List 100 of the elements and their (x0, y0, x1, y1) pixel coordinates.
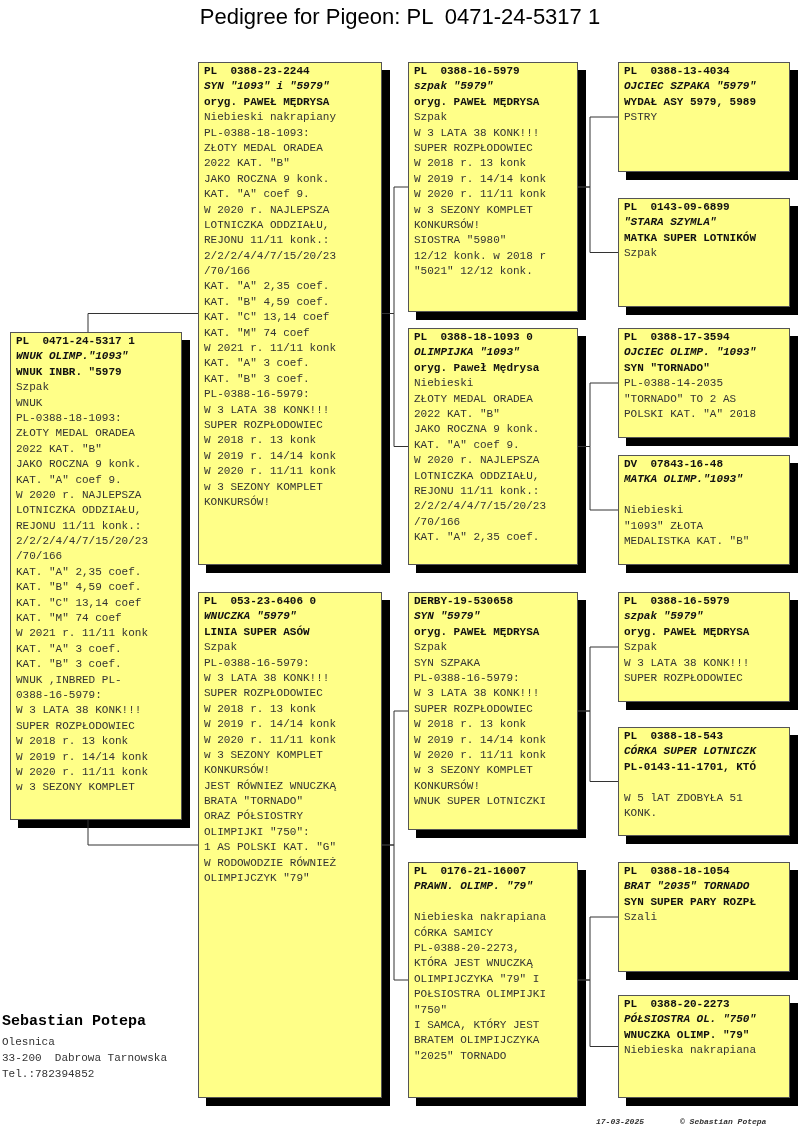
pedigree-note: W 3 LATA 38 KONK!!! (624, 655, 751, 671)
pedigree-note: KAT. "B" 3 coef. (16, 657, 123, 673)
pedigree-note: W 2019 r. 14/14 konk (414, 732, 548, 748)
pedigree-card (618, 198, 790, 307)
pedigree-note: W 2020 r. 11/11 konk (204, 732, 338, 748)
pedigree-note: OLIMPIJCZYKA "79" I (414, 971, 541, 987)
pedigree-note: oryg. Paweł Mędrysa (414, 360, 541, 376)
pedigree-note: SYN "TORNADO" (624, 360, 711, 376)
pedigree-note: Szpak (414, 110, 448, 126)
pedigree-note: WNUK INBR. "5979 (16, 364, 123, 380)
ring-number: DV 07843-16-48 (624, 457, 725, 472)
pedigree-note: w 3 SEZONY KOMPLET (16, 780, 136, 796)
ring-number: PL 0388-18-1054 (624, 864, 731, 879)
pedigree-note: oryg. PAWEŁ MĘDRYSA (414, 624, 541, 640)
pedigree-note: LOTNICZKA ODDZIAŁU, (16, 503, 143, 519)
ring-number: DERBY-19-530658 (414, 594, 515, 609)
copyright-note: © Sebastian Potepa (680, 1117, 767, 1126)
pedigree-card (618, 995, 790, 1098)
pedigree-note: PL-0388-20-2273, (414, 940, 521, 956)
pedigree-note: oryg. PAWEŁ MĘDRYSA (624, 624, 751, 640)
pigeon-title: OJCIEC SZPAKA "5979" (624, 79, 758, 95)
pedigree-note: Szpak (16, 380, 50, 396)
pedigree-note: W 2018 r. 13 konk (414, 717, 528, 733)
pedigree-note: Niebieski nakrapiany (204, 110, 338, 126)
connector-line (381, 844, 409, 981)
pedigree-card (618, 455, 790, 565)
page-title: Pedigree for Pigeon: PL 0471-24-5317 1 (198, 4, 602, 30)
pedigree-note: OLIMPIJCZYK "79" (204, 871, 311, 887)
pedigree-note: PSTRY (624, 110, 658, 126)
pedigree-note: ZŁOTY MEDAL ORADEA (204, 140, 324, 156)
pedigree-note: SIOSTRA "5980" (414, 233, 508, 249)
pedigree-note: oryg. PAWEŁ MĘDRYSA (204, 94, 331, 110)
pedigree-note: 2/2/2/4/4/7/15/20/23 (414, 499, 548, 515)
pedigree-note: KAT. "B" 4,59 coef. (204, 294, 331, 310)
ring-number: PL 0388-13-4034 (624, 64, 731, 79)
pedigree-note: W 2019 r. 14/14 konk (204, 448, 338, 464)
pedigree-card (10, 332, 182, 820)
ring-number: PL 0388-23-2244 (204, 64, 311, 79)
pigeon-title: WNUK OLIMP."1093" (16, 349, 130, 365)
pedigree-note: MEDALISTKA KAT. "B" (624, 533, 751, 549)
pedigree-note: 2022 KAT. "B" (16, 441, 103, 457)
pigeon-title: SYN "1093" i "5979" (204, 79, 331, 95)
pedigree-note: W 2020 r. NAJLEPSZA (414, 453, 541, 469)
pedigree-note: "5021" 12/12 konk. (414, 264, 534, 280)
pedigree-note: WYDAŁ ASY 5979, 5989 (624, 94, 758, 110)
pedigree-note: W 2020 r. 11/11 konk (16, 764, 150, 780)
pedigree-note: KONKURSÓW! (414, 778, 481, 794)
pigeon-title: "STARA SZYMLA" (624, 215, 718, 231)
pedigree-note: W RODOWODZIE RÓWNIEŻ (204, 855, 338, 871)
pedigree-note: JAKO ROCZNA 9 konk. (204, 171, 331, 187)
pedigree-note: Niebieska nakrapiana (624, 1043, 758, 1059)
pedigree-note: SUPER ROZPŁODOWIEC (16, 718, 136, 734)
pigeon-title: OJCIEC OLIMP. "1093" (624, 345, 758, 361)
pedigree-card (618, 592, 790, 702)
pedigree-note: PL-0388-16-5979: (414, 670, 521, 686)
pedigree-note: PL-0388-16-5979: (204, 655, 311, 671)
pedigree-note: WNUK ,INBRED PL- (16, 672, 123, 688)
pedigree-note: KAT. "M" 74 coef (204, 325, 311, 341)
pedigree-note: LOTNICZKA ODDZIAŁU, (204, 217, 331, 233)
pedigree-note: KAT. "B" 4,59 coef. (16, 580, 143, 596)
pedigree-note: SUPER ROZPŁODOWIEC (414, 701, 534, 717)
pedigree-note: SUPER ROZPŁODOWIEC (624, 670, 744, 686)
pedigree-note: W 2018 r. 13 konk (414, 156, 528, 172)
pedigree-note: w 3 SEZONY KOMPLET (204, 747, 324, 763)
pedigree-note: 2022 KAT. "B" (204, 156, 291, 172)
ring-number: PL 0471-24-5317 1 (16, 334, 136, 349)
pedigree-note: KTÓRA JEST WNUCZKĄ (414, 956, 534, 972)
pedigree-note: /70/166 (204, 264, 252, 280)
pedigree-note: Niebieski (414, 376, 475, 392)
pedigree-note: ZŁOTY MEDAL ORADEA (414, 391, 534, 407)
pigeon-title: CÓRKA SUPER LOTNICZK (624, 744, 758, 760)
pedigree-note: W 2020 r. 11/11 konk (414, 747, 548, 763)
pedigree-note: OLIMPIJKI "750": (204, 824, 311, 840)
pedigree-note: KAT. "C" 13,14 coef (16, 595, 143, 611)
pedigree-card (618, 62, 790, 172)
pedigree-note: KONKURSÓW! (414, 217, 481, 233)
connector-line (577, 979, 619, 1047)
print-date: 17-03-2025 (596, 1117, 644, 1126)
ring-number: PL 0176-21-16007 (414, 864, 528, 879)
pedigree-card (618, 727, 790, 836)
ring-number: PL 0388-16-5979 (414, 64, 521, 79)
pedigree-note: "1093" ZŁOTA (624, 518, 705, 534)
pedigree-note: oryg. PAWEŁ MĘDRYSA (414, 94, 541, 110)
pedigree-note: Szali (624, 910, 658, 926)
pedigree-note: WNUK (16, 395, 44, 411)
pedigree-note: I SAMCA, KTÓRY JEST (414, 1017, 541, 1033)
pedigree-note: KONKURSÓW! (204, 763, 271, 779)
ring-number: PL 053-23-6406 0 (204, 594, 318, 609)
pedigree-note: ORAZ PÓŁSIOSTRY (204, 809, 305, 825)
pedigree-note: 2/2/2/4/4/7/15/20/23 (16, 534, 150, 550)
pedigree-note: 12/12 konk. w 2018 r (414, 248, 548, 264)
pedigree-note: KAT. "A" 2,35 coef. (414, 530, 541, 546)
pedigree-note: W 2018 r. 13 konk (204, 701, 318, 717)
pedigree-note: SYN SZPAKA (414, 655, 481, 671)
pedigree-note: W 2019 r. 14/14 konk (414, 171, 548, 187)
pedigree-note: "2025" TORNADO (414, 1048, 508, 1064)
pigeon-title: MATKA OLIMP."1093" (624, 472, 744, 488)
pedigree-note: KAT. "A" 2,35 coef. (204, 279, 331, 295)
pedigree-note: Niebieska nakrapiana (414, 910, 548, 926)
pedigree-note: LOTNICZKA ODDZIAŁU, (414, 468, 541, 484)
